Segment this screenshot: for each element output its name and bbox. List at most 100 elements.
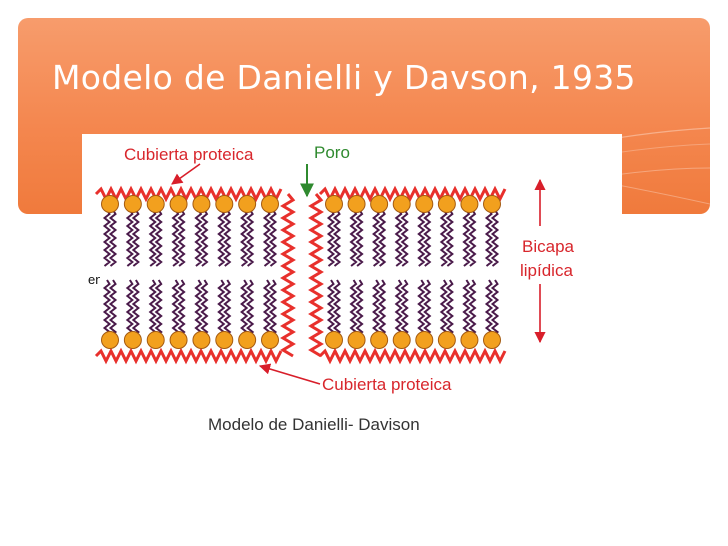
lipid-head [392,195,411,213]
lipid-head [215,331,234,349]
lipid-tail [246,209,255,267]
lipid-tail [125,279,134,337]
label-bilayer-2: lipídica [520,261,573,280]
lipid-tail [177,209,186,267]
diagram-caption: Modelo de Danielli- Davison [208,415,420,434]
lipid-tail [102,209,112,267]
lipid-head [370,195,389,213]
label-protein-coat-top: Cubierta proteica [124,145,254,164]
lipid-tail [417,279,426,337]
label-pore: Poro [314,143,350,162]
lipid-tail [240,279,249,337]
lipid-head [347,195,366,213]
lipid-tail [439,209,448,267]
lipid-tail [200,279,209,337]
lipid-tail [445,279,454,337]
lipid-tail [484,279,494,337]
label-protein-coat-bottom: Cubierta proteica [322,375,452,394]
lipid-tail [490,209,500,267]
lipid-tail [423,279,432,337]
lipid-head [215,195,234,213]
lipid-tail [355,279,364,337]
lipid-head [370,331,389,349]
lipid-tail [154,209,163,267]
lipid-tail [223,279,232,337]
lipid-tail [148,279,157,337]
lipid-tail [394,209,403,267]
lipid-head [146,331,165,349]
protein-coat-bottom-right [318,347,507,365]
lipid-tail [484,209,494,267]
lipid-tail [268,279,278,337]
lipid-tail [462,209,471,267]
lipid-tail [372,209,381,267]
lipid-head [325,195,343,213]
membrane-svg: Cubierta proteica Poro Bicapa lipídica C… [94,143,575,434]
arrow-protein-top [171,163,201,185]
lipid-tail [468,209,477,267]
lipid-head [123,331,142,349]
lipid-head [238,331,257,349]
lipid-tail [439,279,448,337]
lipid-tail [349,209,358,267]
lipid-tail [108,279,118,337]
lipid-tail [378,209,387,267]
lipid-head [437,331,456,349]
cutoff-text: en [88,272,100,287]
membrane-layers [94,185,507,365]
lipid-head [169,195,188,213]
lipid-head [146,195,165,213]
lipid-head [261,195,279,213]
lipid-head [415,195,434,213]
lipid-tail [423,209,432,267]
lipid-tail [171,279,180,337]
lipid-tail [194,209,203,267]
lipid-tail [378,279,387,337]
lipid-head [101,195,119,213]
lipid-tail [217,209,226,267]
lipid-tail [417,209,426,267]
lipid-tail [108,209,118,267]
lipid-tail [462,279,471,337]
lipid-tail [372,279,381,337]
lipid-tail [332,209,342,267]
lipid-tail [326,279,336,337]
lipid-head [261,331,279,349]
lipid-tail [148,209,157,267]
lipid-tail [131,279,140,337]
lipid-tail [217,279,226,337]
lipid-head [192,195,211,213]
lipid-head [238,195,257,213]
lipid-tail [262,279,272,337]
lipid-tail [355,209,364,267]
lipid-tail [349,279,358,337]
lipid-tail [240,209,249,267]
lipid-tail [154,279,163,337]
lipid-head [123,195,142,213]
lipid-tail [468,279,477,337]
lipid-tail [332,279,342,337]
protein-coat-bottom-left [94,347,283,365]
lipid-tail [177,279,186,337]
lipid-tail [400,209,409,267]
lipid-tail [262,209,272,267]
protein-coat-pore-left [280,193,296,358]
lipid-head [415,331,434,349]
lipid-head [392,331,411,349]
lipid-tail [246,279,255,337]
arrow-protein-bottom [258,363,321,385]
lipid-head [192,331,211,349]
lipid-head [483,195,501,213]
lipid-tail [131,209,140,267]
lipid-head [460,331,479,349]
lipid-tail [394,279,403,337]
lipid-tail [102,279,112,337]
lipid-head [325,331,343,349]
lipid-tail [400,279,409,337]
lipid-head [347,331,366,349]
lipid-tail [268,209,278,267]
lipid-tail [171,209,180,267]
label-bilayer-1: Bicapa [522,237,575,256]
lipid-tail [125,209,134,267]
lipid-tail [490,279,500,337]
